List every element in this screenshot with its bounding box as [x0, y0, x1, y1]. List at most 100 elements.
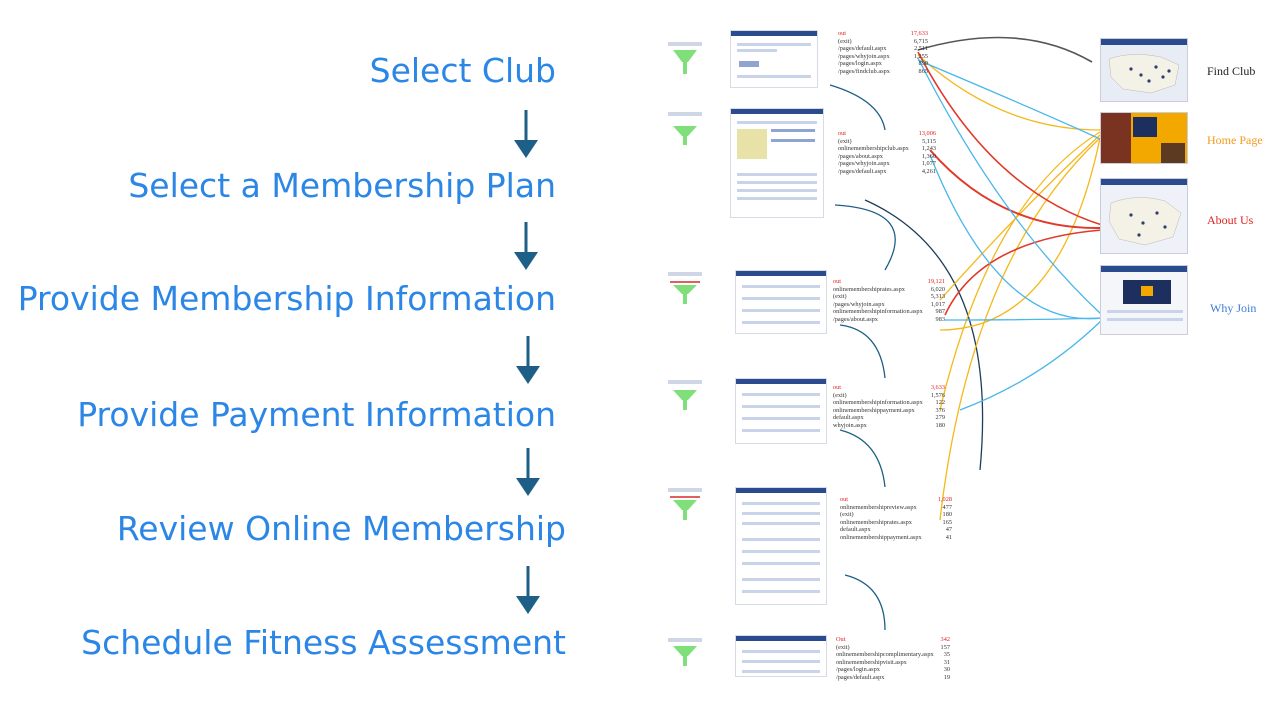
down-arrow-icon	[514, 222, 538, 270]
exit-stats-step-1: out 17,633 (exit)6,715 /pages/default.asp…	[838, 30, 928, 76]
down-arrow-icon	[514, 110, 538, 158]
stat-row: (exit)5,115	[838, 137, 936, 145]
exit-value: 3,633	[930, 384, 945, 391]
down-arrow-icon	[516, 566, 540, 614]
step-review-online-membership: Review Online Membership	[116, 509, 566, 548]
dest-label-about-us: About Us	[1207, 213, 1254, 227]
step-provide-payment-information: Provide Payment Information	[77, 395, 556, 434]
funnel-icon	[668, 638, 702, 666]
page-thumbnail	[735, 378, 827, 444]
stat-row: (exit)5,313	[833, 293, 945, 301]
dest-label-find-club: Find Club	[1207, 64, 1256, 78]
step-select-membership-plan: Select a Membership Plan	[128, 166, 556, 205]
funnel-icon	[668, 488, 702, 520]
down-arrow-icon	[516, 448, 540, 496]
funnel-icon	[668, 272, 702, 304]
page-thumbnail	[730, 30, 818, 88]
exit-value: 1,028	[937, 496, 952, 503]
flow-arc-3	[839, 324, 886, 379]
exit-label: out	[838, 30, 847, 37]
page-thumbnail	[735, 487, 827, 605]
exit-label: Out	[836, 636, 846, 643]
funnel-steps-panel: Select Club Select a Membership Plan Pro…	[17, 51, 566, 662]
about-us-thumbnail	[1100, 178, 1188, 254]
flow-lines	[829, 36, 1103, 631]
stat-row: (exit)6,715	[838, 37, 928, 45]
step-schedule-fitness-assessment: Schedule Fitness Assessment	[81, 623, 566, 662]
down-arrow-icon	[516, 336, 540, 384]
home-page-thumbnail	[1100, 112, 1188, 164]
flow-to-find-club	[917, 36, 1093, 63]
step-select-club: Select Club	[369, 51, 556, 90]
funnel-icon	[668, 380, 702, 410]
stat-row: (exit)1,576	[833, 391, 945, 399]
exit-label: out	[833, 278, 842, 285]
find-club-thumbnail	[1100, 38, 1188, 102]
flow-red-3	[944, 229, 1103, 316]
exit-label: out	[840, 496, 849, 503]
flow-orange-5	[939, 137, 1101, 331]
flow-blue-2	[929, 154, 1103, 320]
exit-value: 17,633	[910, 30, 928, 37]
flow-arc-4	[839, 429, 886, 488]
exit-label: out	[838, 130, 847, 137]
dest-label-why-join: Why Join	[1210, 301, 1257, 315]
flow-arc-5	[844, 574, 886, 631]
flow-arc-2	[834, 204, 896, 271]
funnel-icon	[668, 112, 702, 145]
flow-blue-5	[917, 59, 1103, 141]
exit-value: 342	[940, 636, 950, 643]
why-join-thumbnail	[1100, 265, 1188, 335]
flow-red-2	[929, 149, 1103, 230]
flow-blue-3	[944, 317, 1103, 321]
page-thumbnail	[730, 108, 824, 218]
exit-value: 19,121	[927, 278, 945, 285]
exit-stats-step-6: Out 342 (exit)157 onlinemembershipcomplim…	[836, 636, 950, 682]
flow-arc-1	[829, 84, 886, 131]
flow-step2-long	[864, 199, 984, 471]
funnel-flow-diagram: out 17,633 (exit)6,715 /pages/default.asp…	[640, 0, 1280, 720]
exit-label: out	[833, 384, 842, 391]
flow-red-1	[917, 51, 1103, 226]
exit-stats-step-4: out 3,633 (exit)1,576 onlinemembershipinf…	[833, 384, 945, 430]
stat-row: (exit)157	[836, 643, 950, 651]
page-thumbnail	[735, 635, 827, 677]
flow-orange-1	[917, 54, 1101, 131]
dest-label-home-page: Home Page	[1207, 133, 1263, 147]
flow-blue-4	[959, 319, 1103, 411]
flow-orange-2	[939, 134, 1101, 301]
page-thumbnail	[735, 270, 827, 334]
stat-row: (exit)180	[840, 511, 952, 519]
flow-orange-4	[939, 137, 1101, 521]
funnel-icon	[668, 42, 702, 74]
flow-orange-3	[939, 131, 1101, 411]
step-provide-membership-information: Provide Membership Information	[17, 279, 556, 318]
